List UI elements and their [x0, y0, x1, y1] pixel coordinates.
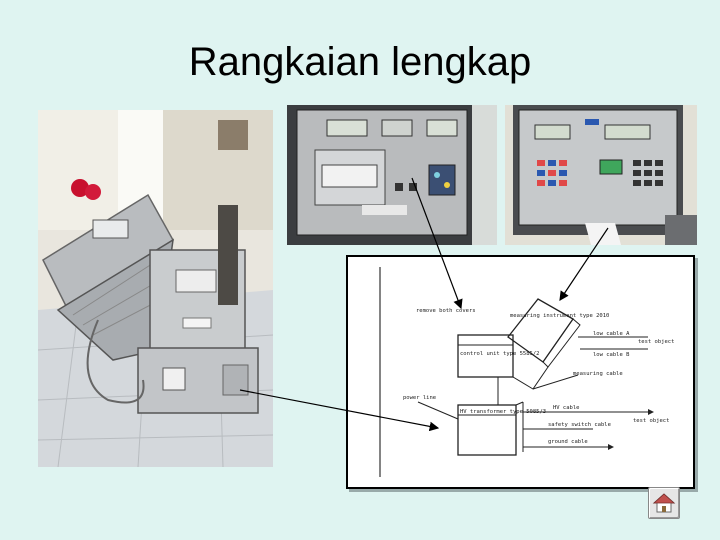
- label-hv-cable: HV cable: [553, 405, 580, 411]
- label-safety-switch-cable: safety switch cable: [548, 422, 611, 428]
- home-button[interactable]: [648, 487, 680, 519]
- label-measuring-cable: measuring cable: [573, 371, 623, 377]
- label-low-cable-a: low cable A: [593, 331, 630, 337]
- label-measuring-instrument: measuring instrument type 2010: [510, 313, 609, 319]
- label-low-cable-b: low cable B: [593, 352, 630, 358]
- label-remove-covers: remove both covers: [416, 308, 476, 314]
- equipment-cases-photo: [38, 110, 273, 467]
- slide-title: Rangkaian lengkap: [188, 40, 532, 84]
- label-hv-transformer: HV transformer type 5085/3: [460, 409, 546, 415]
- measuring-instrument-photo: [505, 105, 697, 245]
- setup-diagram: remove both covers measuring instrument …: [346, 255, 695, 489]
- home-icon: [652, 493, 676, 513]
- control-unit-photo: [287, 105, 497, 245]
- label-test-object-top: test object: [638, 339, 674, 345]
- label-ground-cable: ground cable: [548, 439, 588, 445]
- label-power-line: power line: [403, 395, 436, 401]
- label-control-unit: control unit type 5585/2: [460, 351, 539, 357]
- label-test-object-bottom: test object: [633, 418, 669, 424]
